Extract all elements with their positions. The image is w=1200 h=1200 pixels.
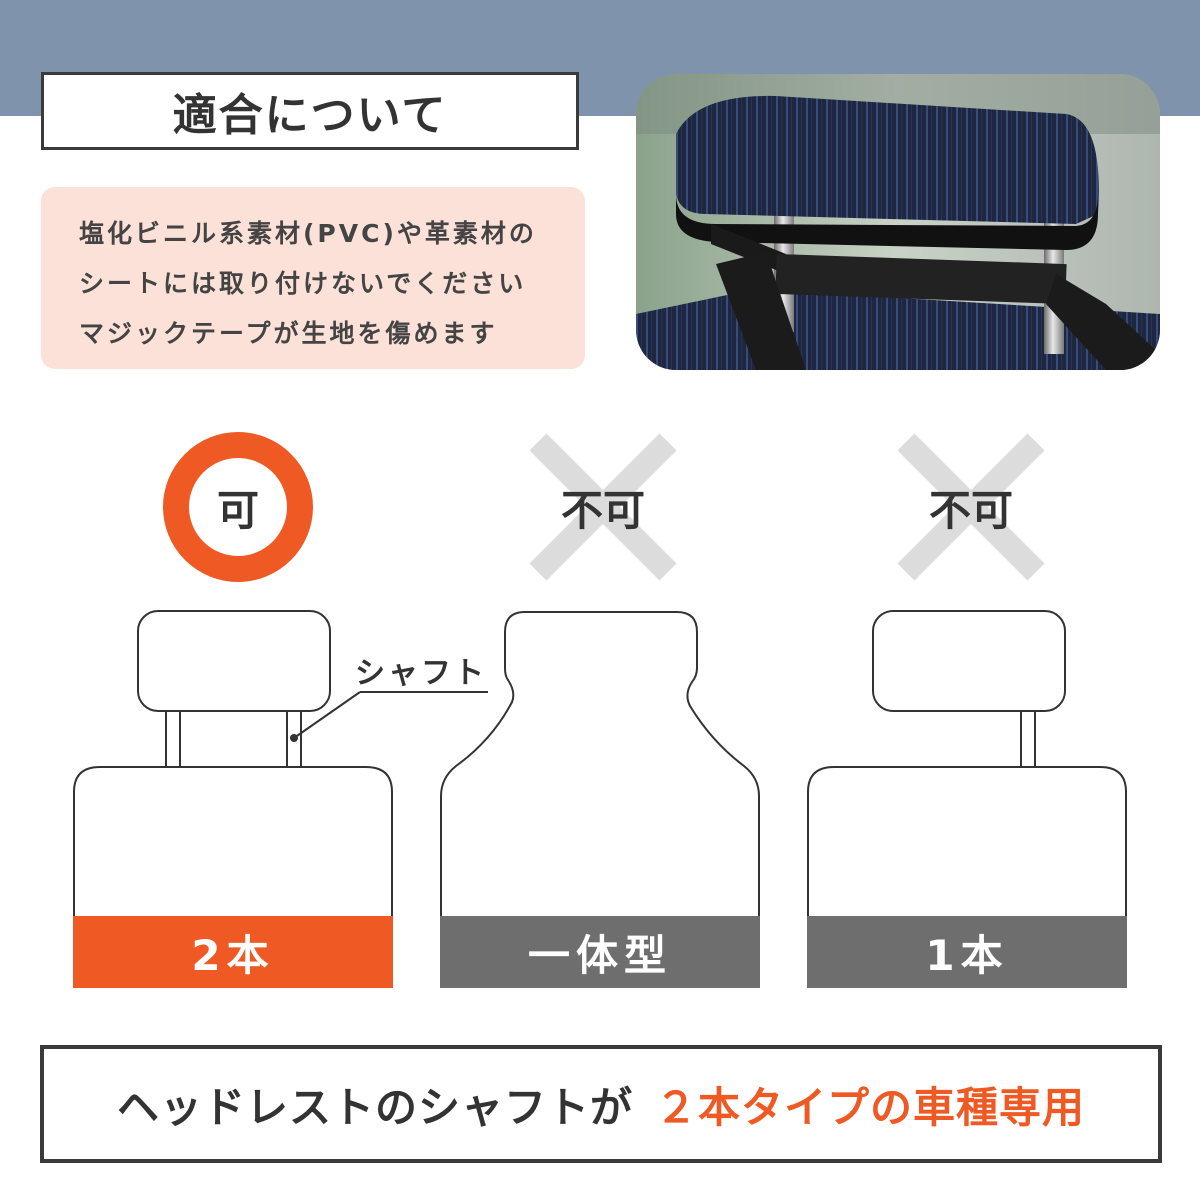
- cross-ng-icon: [529, 433, 677, 581]
- page-title: 適合について: [41, 72, 579, 150]
- seat-two-shaft: [73, 610, 488, 916]
- verdict-ng-1-shaft: 不可: [896, 432, 1046, 582]
- footer-text-part1: ヘッドレストのシャフトが: [116, 1082, 633, 1132]
- cross-ng-icon: [897, 433, 1045, 581]
- type-label-text: 1本: [925, 930, 1009, 980]
- verdict-text: 不可: [560, 485, 645, 535]
- verdict-text: 不可: [928, 485, 1013, 535]
- footer-text-part2: ２本タイプの車種専用: [655, 1082, 1086, 1132]
- seat-one-shaft: [807, 610, 1127, 916]
- headrest-photo: [636, 74, 1160, 370]
- page-title-text: 適合について: [172, 90, 448, 141]
- caution-note: 塩化ビニル系素材(PVC)や革素材の シートには取り付けないでください マジック…: [41, 187, 585, 369]
- type-label-one-shaft: 1本: [807, 916, 1127, 988]
- compatibility-footer: ヘッドレストのシャフトが ２本タイプの車種専用: [40, 1045, 1162, 1163]
- caution-line-2: シートには取り付けないでください: [79, 269, 527, 298]
- type-label-text: 一体型: [527, 930, 672, 980]
- verdict-ok-2-shaft: 可: [163, 432, 313, 582]
- type-label-text: 2本: [191, 930, 275, 980]
- caution-line-3: マジックテープが生地を傷めます: [79, 319, 498, 348]
- seat-integrated: [440, 611, 760, 916]
- type-label-integrated: 一体型: [440, 916, 760, 988]
- shaft-label: シャフト: [355, 656, 487, 691]
- verdict-ng-integrated: 不可: [528, 432, 678, 582]
- caution-line-1: 塩化ビニル系素材(PVC)や革素材の: [79, 219, 537, 248]
- type-label-two-shaft: 2本: [73, 916, 393, 988]
- verdict-text: 可: [216, 485, 259, 535]
- seat-diagrams: [73, 610, 1127, 916]
